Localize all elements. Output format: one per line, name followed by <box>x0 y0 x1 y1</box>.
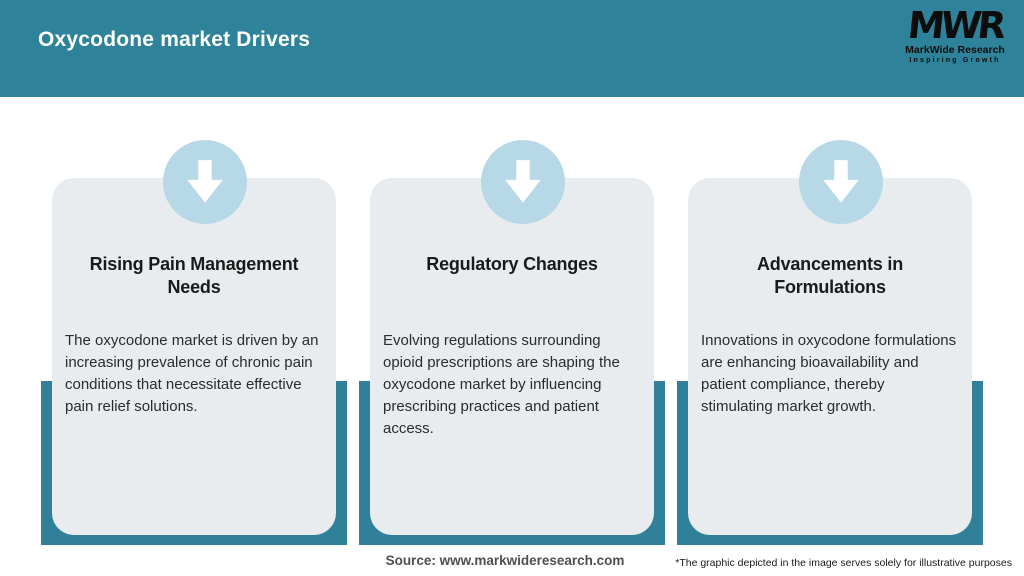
card-title: Regulatory Changes <box>426 254 598 274</box>
logo-name: MarkWide Research <box>905 44 1005 56</box>
card-description: The oxycodone market is driven by an inc… <box>65 332 319 415</box>
disclaimer-text: *The graphic depicted in the image serve… <box>675 557 1012 569</box>
source-text: Source: www.markwideresearch.com <box>385 553 625 568</box>
header-bar: Oxycodone market Drivers MWR MarkWide Re… <box>0 0 1024 97</box>
card-title: Advancements in Formulations <box>756 254 904 297</box>
markwide-research-logo: MWR MarkWide Research Inspiring Growth <box>900 4 1010 64</box>
page-title: Oxycodone market Drivers <box>38 28 311 51</box>
driver-column-3: Advancements in Formulations Innovations… <box>677 0 983 576</box>
arrow-circle-badge <box>799 140 883 224</box>
driver-column-2: Regulatory Changes Evolving regulations … <box>359 0 665 576</box>
card-title: Rising Pain Management Needs <box>89 254 299 297</box>
card-description: Innovations in oxycodone formulations ar… <box>701 332 957 415</box>
arrow-circle-badge <box>481 140 565 224</box>
driver-column-1: Rising Pain Management Needs The oxycodo… <box>41 0 347 576</box>
arrow-down-icon <box>823 160 859 203</box>
arrow-down-icon <box>187 160 223 203</box>
driver-card: Rising Pain Management Needs The oxycodo… <box>52 140 336 535</box>
arrow-down-icon <box>505 160 541 203</box>
logo-tagline: Inspiring Growth <box>909 57 1001 64</box>
driver-card: Advancements in Formulations Innovations… <box>688 140 972 535</box>
card-description: Evolving regulations surrounding opioid … <box>383 332 620 437</box>
arrow-circle-badge <box>163 140 247 224</box>
driver-card: Regulatory Changes Evolving regulations … <box>370 140 654 535</box>
